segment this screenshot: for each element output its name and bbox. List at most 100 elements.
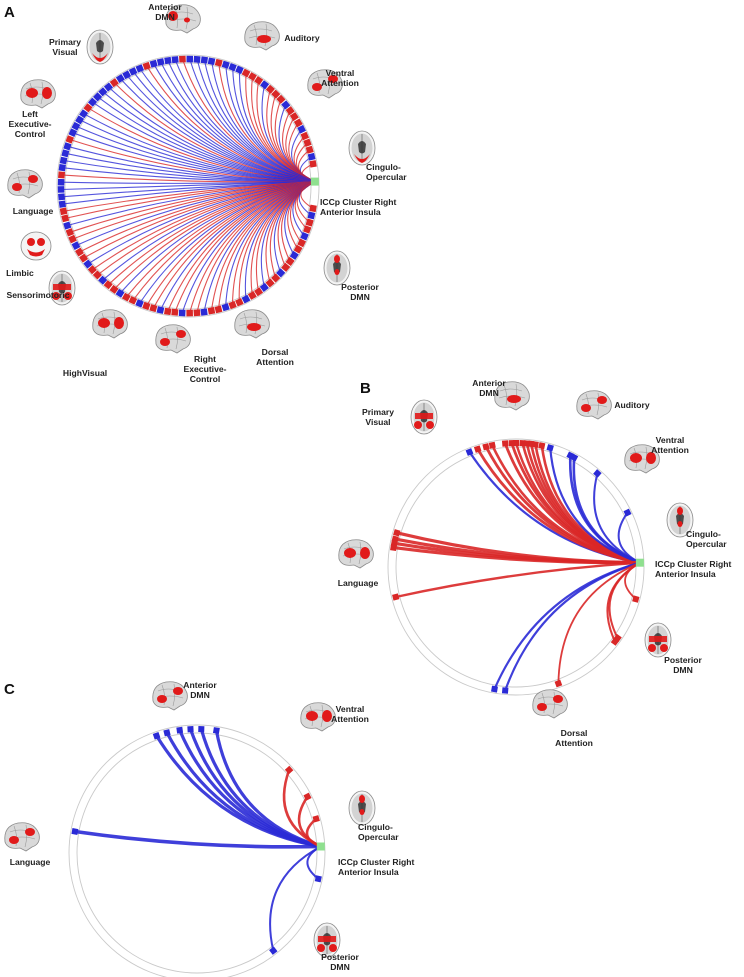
network-node	[171, 56, 179, 64]
network-node	[135, 64, 145, 73]
connection-edge	[493, 561, 641, 691]
brain-lateral-icon	[165, 4, 201, 34]
network-node	[171, 308, 179, 316]
brain-lateral-icon	[234, 309, 270, 339]
network-node	[68, 128, 78, 137]
network-node	[248, 72, 257, 81]
node-ring	[71, 725, 322, 955]
connection-edge	[624, 561, 641, 600]
network-label: Visual	[365, 417, 390, 427]
network-node	[501, 687, 509, 694]
network-node	[538, 442, 546, 450]
network-node	[300, 131, 310, 141]
network-node	[265, 84, 275, 94]
network-node	[115, 288, 125, 298]
network-node	[128, 67, 138, 76]
brain-axial-icon	[410, 399, 438, 435]
network-node	[285, 256, 295, 266]
network-label: Posterior	[664, 655, 702, 665]
network-node	[142, 301, 151, 311]
network-label: Language	[13, 206, 54, 216]
network-node	[393, 529, 401, 537]
network-node	[241, 68, 251, 78]
network-node	[58, 193, 66, 201]
brain-axial-icon	[348, 130, 376, 166]
network-node	[281, 100, 291, 110]
network-node	[58, 163, 66, 172]
network-label: Opercular	[366, 172, 407, 182]
network-node	[103, 82, 114, 92]
network-node	[501, 440, 509, 447]
network-node	[214, 305, 223, 314]
network-label: Executive-	[9, 119, 52, 129]
network-node	[152, 731, 161, 740]
network-label: Anterior Insula	[655, 569, 716, 579]
seed-node	[635, 558, 644, 567]
network-label: DMN	[330, 962, 350, 972]
network-node	[259, 282, 269, 292]
network-node	[71, 121, 81, 131]
network-label: Anterior	[148, 2, 182, 12]
network-label: HighVisual	[63, 368, 107, 378]
network-node	[221, 303, 230, 312]
network-label: Left	[22, 109, 38, 119]
network-node	[83, 103, 93, 113]
network-node	[260, 80, 270, 90]
network-node	[115, 74, 125, 83]
network-node	[207, 306, 216, 315]
network-label: Attention	[331, 714, 369, 724]
network-label: Attention	[256, 357, 294, 367]
network-node	[305, 145, 314, 154]
seed-node	[310, 177, 319, 186]
network-node	[309, 160, 317, 168]
network-node	[276, 94, 286, 104]
connection-edge	[557, 561, 641, 685]
network-node	[212, 727, 220, 734]
network-label: Ventral	[656, 435, 685, 445]
network-label: Control	[190, 374, 221, 384]
network-node	[58, 200, 67, 208]
network-label: Anterior Insula	[320, 207, 381, 217]
network-node	[156, 306, 165, 314]
network-label: Language	[338, 578, 379, 588]
network-label: Executive-	[184, 364, 227, 374]
network-label: Anterior Insula	[338, 867, 399, 877]
network-label: DMN	[673, 665, 693, 675]
brain-axial-icon	[86, 29, 114, 65]
network-node	[93, 92, 103, 102]
network-node	[186, 55, 194, 63]
brain-lateral-icon	[92, 309, 128, 339]
network-node	[92, 270, 102, 280]
connection-bundle	[391, 441, 642, 692]
network-node	[390, 544, 397, 552]
network-node	[200, 308, 208, 316]
network-label: Dorsal	[561, 728, 588, 738]
network-node	[63, 221, 72, 230]
network-node	[314, 875, 322, 883]
network-label: Ventral	[326, 68, 355, 78]
network-node	[271, 89, 281, 99]
network-node	[176, 726, 184, 734]
network-label: Language	[10, 857, 51, 867]
network-node	[87, 97, 98, 107]
network-node	[593, 469, 602, 478]
brain-lateral-icon	[576, 390, 612, 420]
network-node	[193, 55, 201, 63]
network-node	[491, 685, 498, 693]
brain-lateral-icon	[155, 324, 191, 354]
network-node	[473, 445, 482, 453]
network-node	[79, 109, 89, 119]
network-node	[163, 729, 171, 737]
network-node	[122, 70, 132, 80]
network-label: Cingulo-	[358, 822, 393, 832]
network-label: Primary	[362, 407, 394, 417]
brain-axial-icon	[313, 922, 341, 958]
network-label: Right	[194, 354, 216, 364]
network-node	[293, 118, 303, 128]
network-label: ICCp Cluster Right	[338, 857, 415, 867]
network-node	[241, 294, 251, 304]
network-node	[187, 726, 194, 733]
network-label: Anterior	[472, 378, 506, 388]
network-label: Auditory	[284, 33, 320, 43]
